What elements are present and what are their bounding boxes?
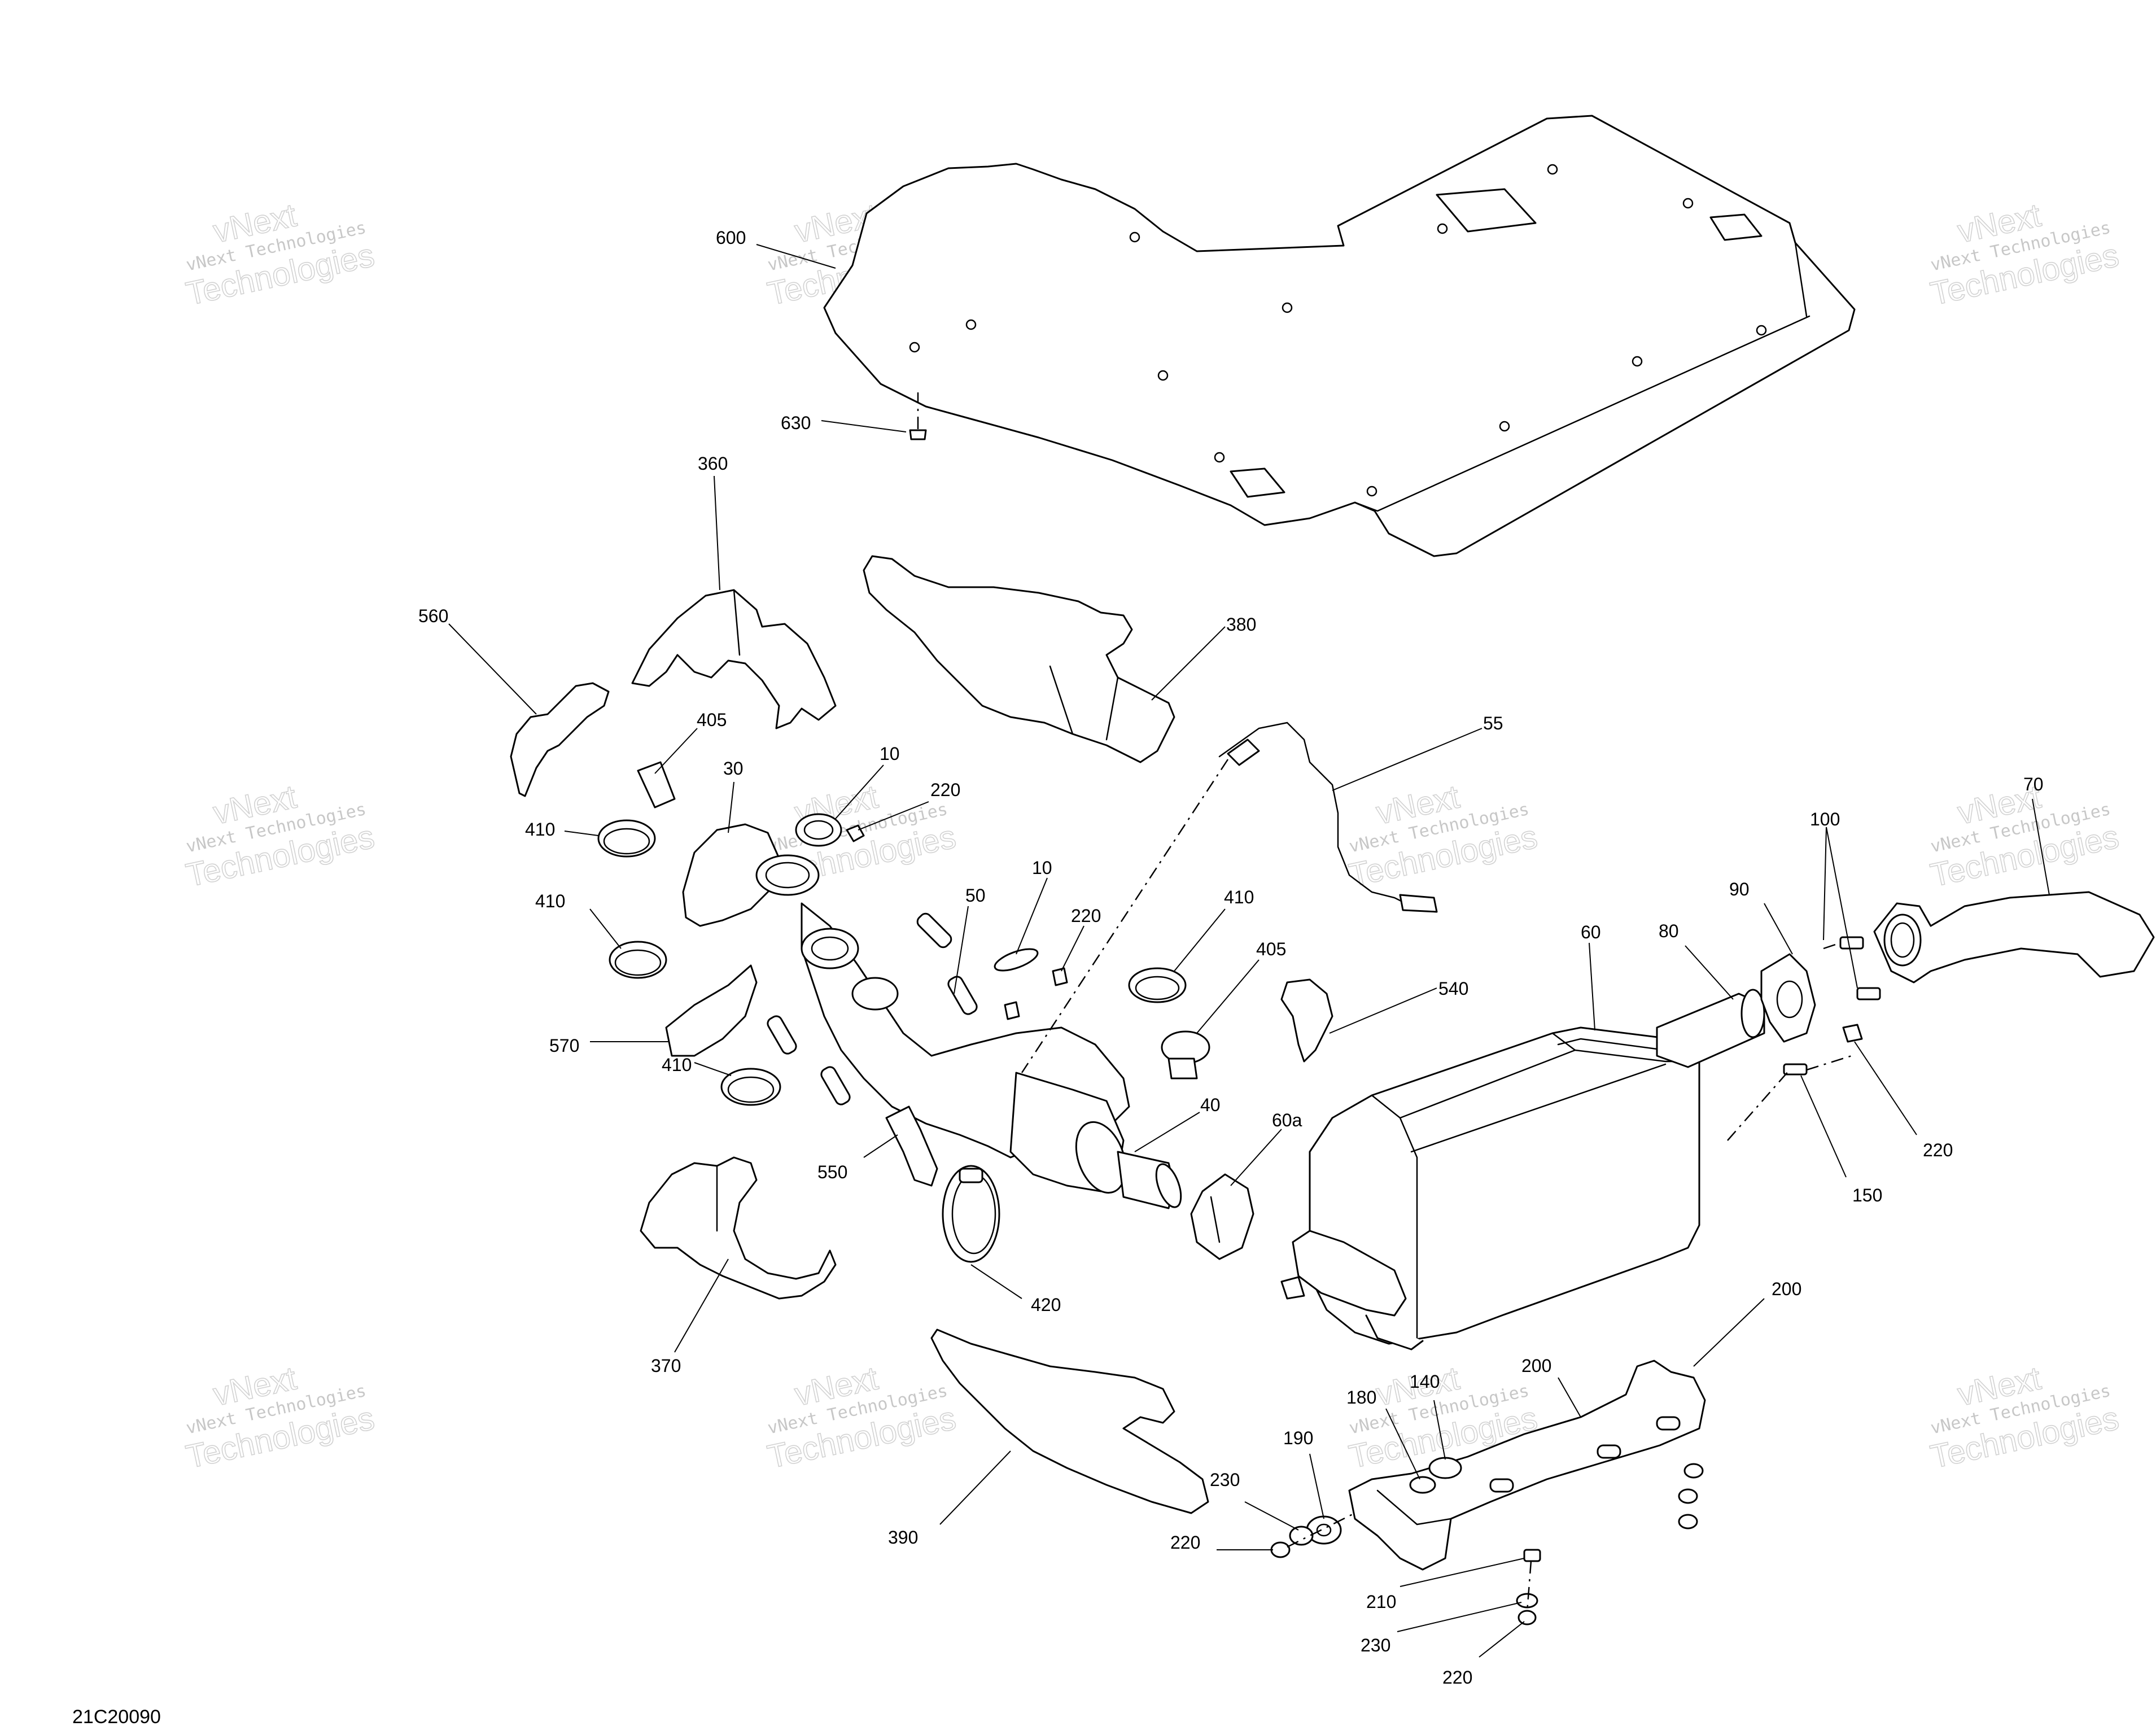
callout-label: 200 (1772, 1279, 1801, 1299)
callout-label: 370 (651, 1356, 681, 1376)
watermark: vNext vNext Technologies Technologies (764, 1360, 959, 1476)
callout-label: 360 (698, 453, 728, 474)
clamp-410-d (720, 1068, 781, 1106)
bushing-180 (1409, 1476, 1436, 1494)
nut-220-e (1517, 1561, 1537, 1625)
callout-label: 60 (1581, 922, 1601, 942)
callout-label: 380 (1226, 614, 1256, 635)
coupler-80 (1656, 989, 1765, 1068)
callout-label: 405 (697, 710, 727, 730)
callout-label: 230 (1361, 1635, 1390, 1655)
watermark: vNext vNext Technologies Technologies (182, 778, 378, 894)
callout-label: 190 (1283, 1428, 1313, 1448)
watermark: vNext vNext Technologies Technologies (1927, 196, 2122, 313)
callout-labels: 600 630 360 560 380 405 30 10 220 55 410… (418, 228, 2044, 1688)
bushing-140 (1428, 1457, 1462, 1479)
callout-label: 405 (1256, 939, 1286, 959)
watermark: vNext vNext Technologies Technologies (182, 196, 378, 313)
clamp-410-c (1128, 967, 1187, 1003)
clamp-60a (1190, 1173, 1254, 1260)
heat-shield-360 (631, 589, 837, 729)
clip-405-right (1161, 1030, 1210, 1080)
callout-label: 90 (1729, 879, 1750, 899)
callout-label: 100 (1810, 809, 1840, 829)
callout-label: 60a (1272, 1110, 1302, 1130)
tailpipe-70 (1873, 891, 2155, 984)
callout-label: 220 (1170, 1532, 1200, 1553)
callout-label: 180 (1346, 1387, 1376, 1408)
callout-label: 410 (1224, 887, 1254, 907)
callout-label: 220 (1442, 1667, 1472, 1688)
callout-label: 410 (662, 1055, 692, 1075)
heat-shield-plate-600 (823, 115, 1856, 557)
callout-label: 390 (888, 1527, 918, 1548)
callout-label: 150 (1852, 1185, 1882, 1205)
heat-shield-540 (1280, 978, 1333, 1063)
heat-shield-370 (640, 1156, 837, 1300)
leader-lines (448, 244, 2050, 1658)
flange-30 (682, 823, 820, 927)
gasket-90 (1760, 953, 1816, 1043)
callout-label: 550 (817, 1162, 847, 1182)
diagram-code: 21C20090 (72, 1706, 161, 1728)
gasket-10 (795, 813, 842, 847)
bracket-200 (1348, 1360, 1706, 1571)
clip-405-upper (637, 761, 676, 808)
catalyst-pipe-40 (1009, 1072, 1182, 1209)
callout-label: 70 (2023, 774, 2044, 794)
callout-label: 200 (1521, 1356, 1551, 1376)
clamp-410-a (597, 819, 656, 858)
clamp-420 (942, 1165, 1000, 1263)
callout-label: 210 (1366, 1592, 1396, 1612)
callout-label: 10 (880, 744, 900, 764)
heat-shield-380 (863, 555, 1175, 763)
heat-shield-560 (510, 682, 610, 797)
callout-label: 410 (535, 891, 565, 911)
heat-shield-570 (665, 964, 758, 1057)
callout-label: 140 (1410, 1371, 1440, 1392)
screw-210 (1523, 1549, 1541, 1562)
heat-shield-390 (930, 1328, 1209, 1514)
nut-220-c (1727, 1024, 1863, 1141)
screw-150 (1783, 1055, 1852, 1076)
watermark: vNext vNext Technologies Technologies (1927, 1360, 2122, 1476)
nut-220-b (1004, 967, 1068, 1020)
callout-label: 30 (723, 758, 744, 779)
callout-label: 40 (1200, 1095, 1221, 1115)
callout-label: 220 (930, 780, 960, 800)
gasket-10-b (994, 948, 1039, 972)
callout-label: 230 (1210, 1470, 1240, 1490)
callout-label: 220 (1071, 906, 1101, 926)
callout-label: 570 (549, 1035, 579, 1056)
washer-230-a (1289, 1526, 1314, 1546)
callout-label: 220 (1923, 1140, 1953, 1160)
callout-label: 10 (1032, 858, 1052, 878)
callout-label: 540 (1438, 978, 1468, 999)
watermark: vNext vNext Technologies Technologies (1345, 778, 1541, 894)
watermark: vNext vNext Technologies Technologies (182, 1360, 378, 1476)
callout-label: 600 (716, 228, 746, 248)
watermark: vNext vNext Technologies Technologies (1927, 778, 2122, 894)
callout-label: 560 (418, 606, 448, 626)
screws-100 (1823, 936, 1881, 1000)
callout-label: 55 (1483, 713, 1503, 733)
callout-label: 50 (965, 885, 986, 906)
callout-label: 80 (1659, 921, 1679, 941)
bracket-hardware-right (1678, 1463, 1704, 1529)
clamp-410-b (609, 941, 667, 979)
callout-label: 420 (1031, 1295, 1061, 1315)
muffler-60 (1280, 1026, 1700, 1351)
heat-shield-550 (885, 1105, 938, 1187)
oxygen-sensor-55 (1021, 722, 1438, 1073)
washer-230-b (1516, 1593, 1538, 1609)
callout-label: 410 (525, 819, 555, 840)
screw-630 (909, 392, 927, 440)
callout-label: 630 (781, 413, 811, 433)
